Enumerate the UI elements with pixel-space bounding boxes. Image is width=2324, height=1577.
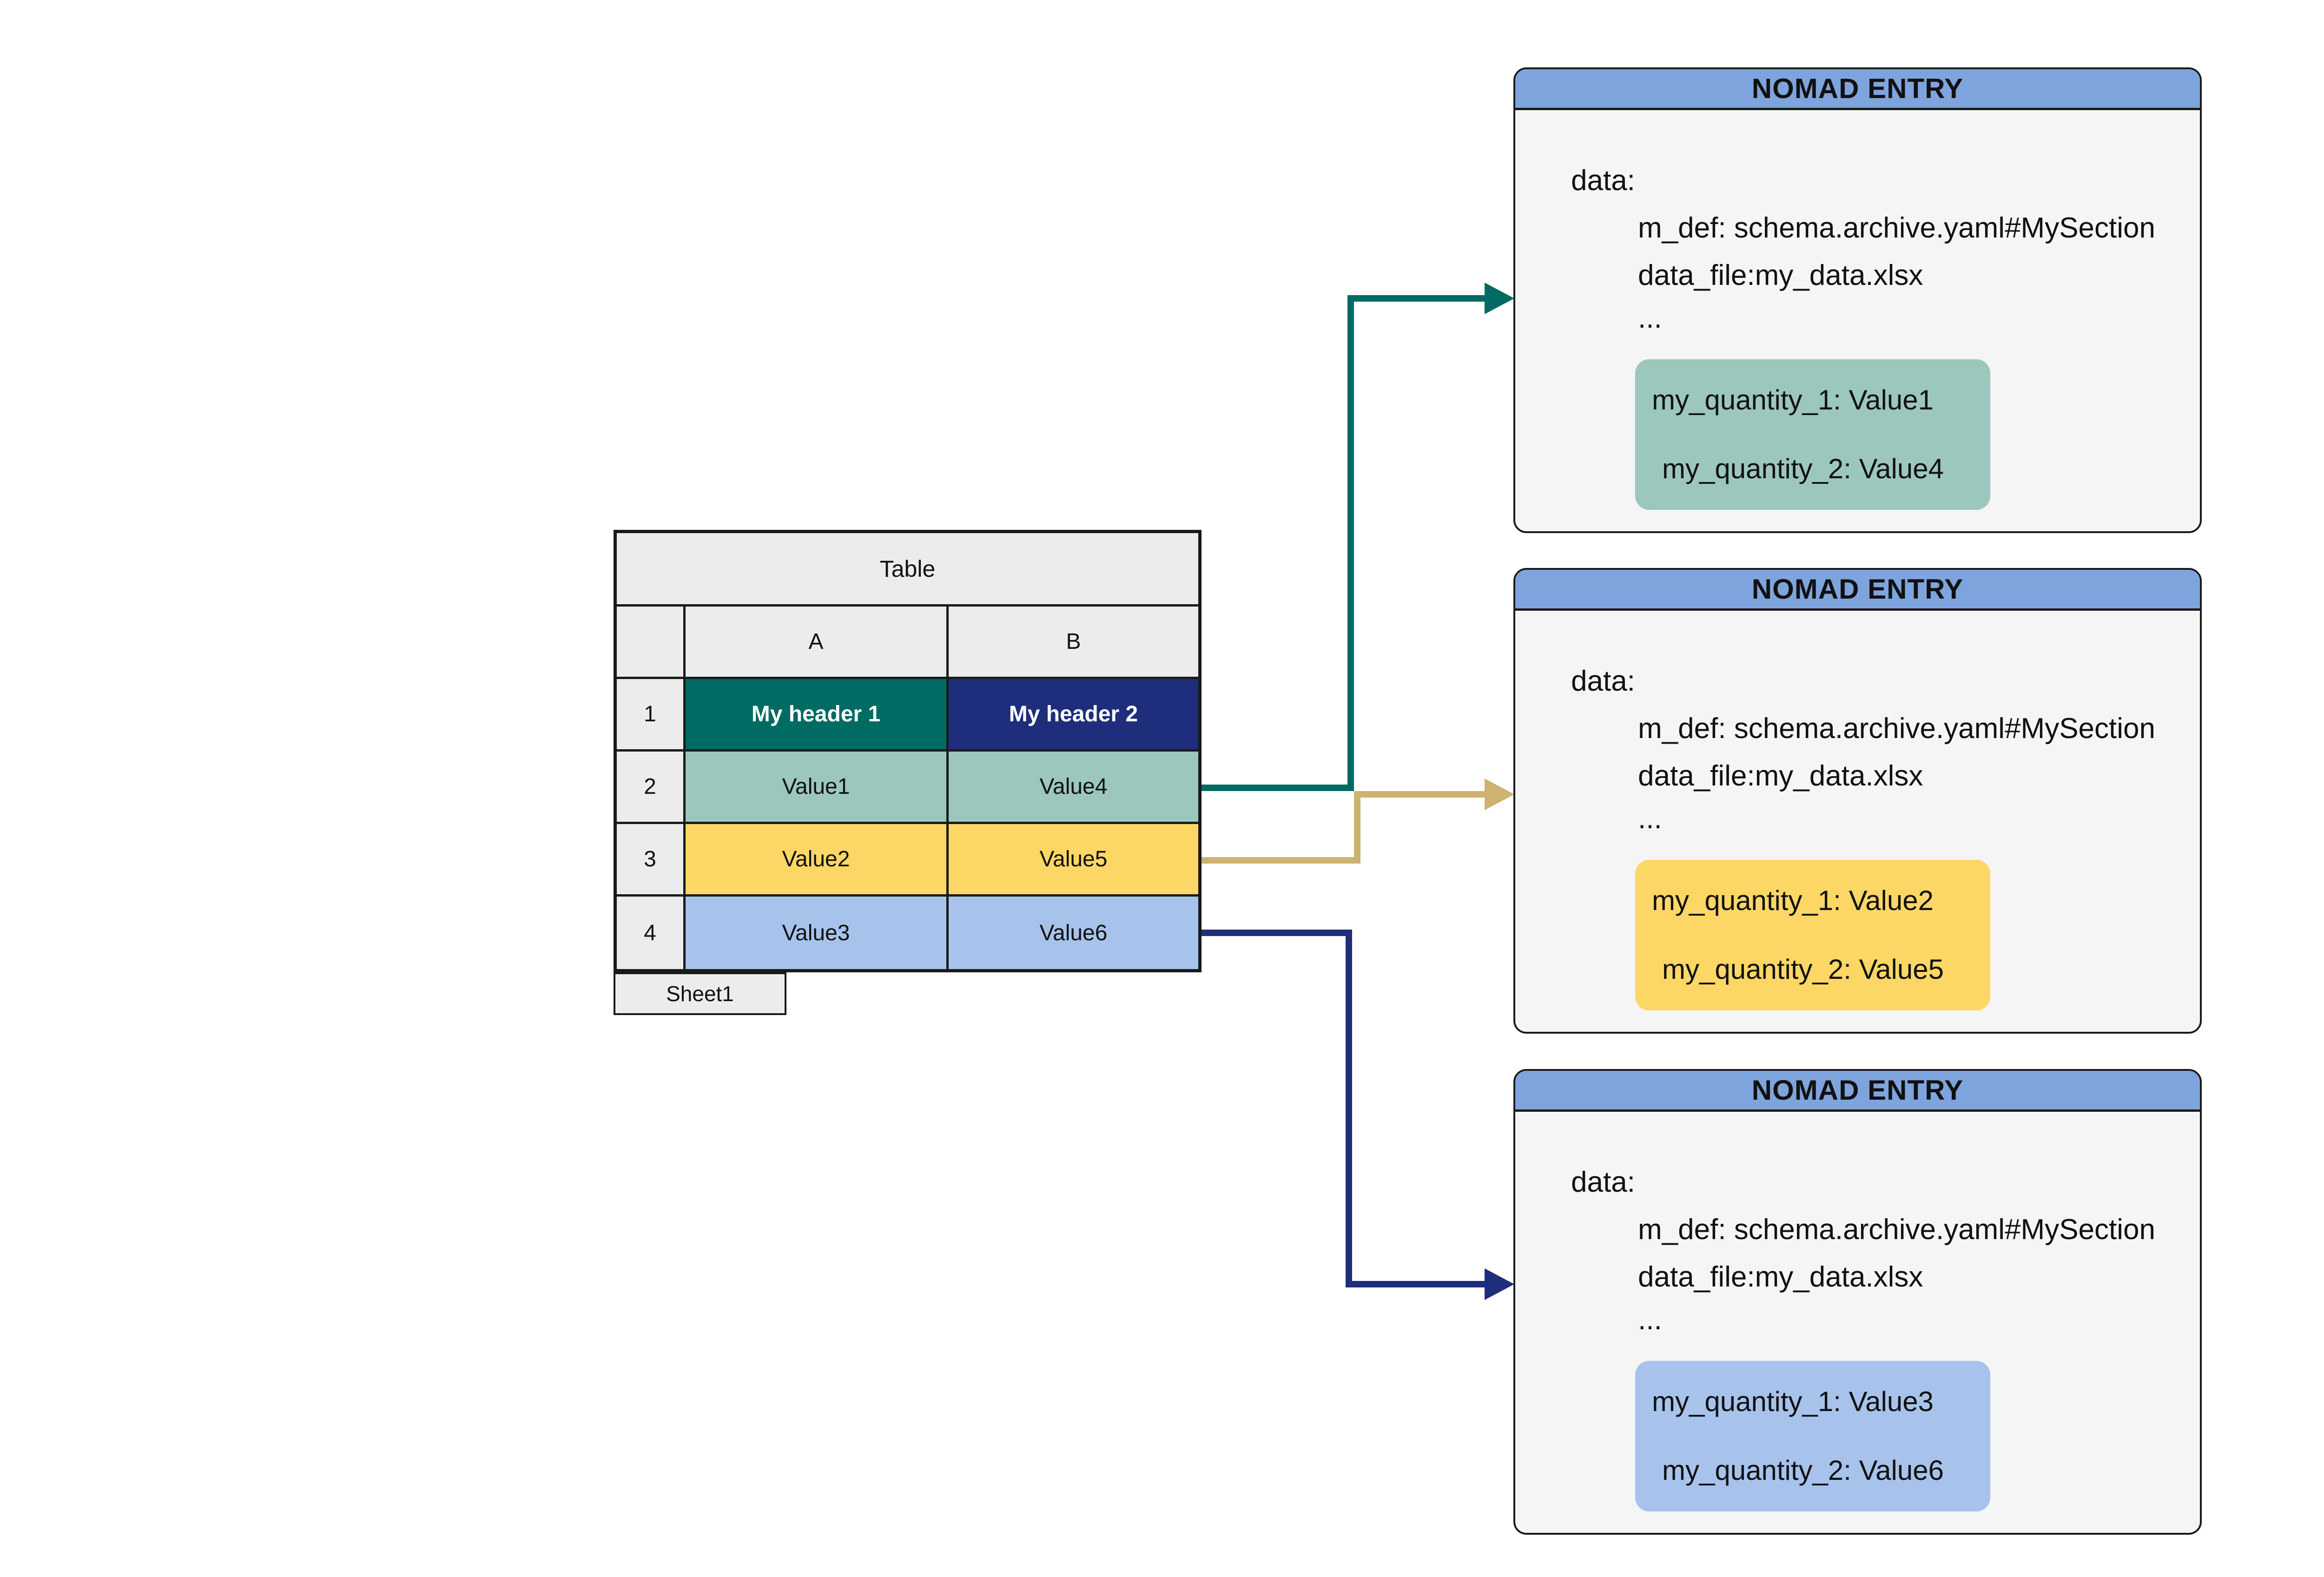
cell-a1-my-header-1: My header 1 <box>686 679 949 752</box>
entry1-ellipsis: ... <box>1638 302 1662 334</box>
entry3-data-file: data_file:my_data.xlsx <box>1638 1261 1923 1293</box>
nomad-entry-3-header: NOMAD ENTRY <box>1515 1071 2200 1112</box>
entry3-quantity-1: my_quantity_1: Value3 <box>1652 1386 1934 1417</box>
entry2-data-label: data: <box>1571 665 1635 697</box>
row4-number: 4 <box>617 897 686 969</box>
nomad-entry-3: NOMAD ENTRY data: m_def: schema.archive.… <box>1513 1069 2202 1535</box>
sheet-tab: Sheet1 <box>614 972 786 1015</box>
entry3-data-label: data: <box>1571 1166 1635 1198</box>
nomad-entry-1-header: NOMAD ENTRY <box>1515 69 2200 110</box>
cell-b4-value6: Value6 <box>949 897 1198 969</box>
arrow-row4-to-entry3-line <box>1202 930 1487 1287</box>
entry1-quantity-box: my_quantity_1: Value1 my_quantity_2: Val… <box>1635 359 1990 510</box>
entry3-quantity-2: my_quantity_2: Value6 <box>1662 1455 1944 1486</box>
entry3-ellipsis: ... <box>1638 1304 1662 1336</box>
row2-number: 2 <box>617 752 686 824</box>
nomad-entry-2-header: NOMAD ENTRY <box>1515 570 2200 611</box>
entry3-m-def: m_def: schema.archive.yaml#MySection <box>1638 1214 2156 1246</box>
entry1-m-def: m_def: schema.archive.yaml#MySection <box>1638 212 2156 244</box>
entry2-quantity-1: my_quantity_1: Value2 <box>1652 885 1934 916</box>
arrow-row3-to-entry2-head <box>1485 779 1514 810</box>
entry1-data-file: data_file:my_data.xlsx <box>1638 259 1923 291</box>
arrow-row4-to-entry3-head <box>1485 1268 1514 1300</box>
table-title-label: Table <box>879 555 936 582</box>
column-header-b: B <box>949 607 1198 679</box>
cell-a2-value1: Value1 <box>686 752 949 824</box>
cell-b1-my-header-2: My header 2 <box>949 679 1198 752</box>
row1-number: 1 <box>617 679 686 752</box>
cell-b3-value5: Value5 <box>949 824 1198 897</box>
arrow-row3-to-entry2-line <box>1202 791 1487 864</box>
cell-a4-value3: Value3 <box>686 897 949 969</box>
entry1-quantity-1: my_quantity_1: Value1 <box>1652 384 1934 416</box>
spreadsheet-table: Table A B 1 My header 1 My header 2 2 Va… <box>614 530 1202 972</box>
arrow-row2-to-entry1-head <box>1485 283 1514 314</box>
cell-b2-value4: Value4 <box>949 752 1198 824</box>
sheet-tab-label: Sheet1 <box>666 982 734 1006</box>
entry3-quantity-box: my_quantity_1: Value3 my_quantity_2: Val… <box>1635 1361 1990 1511</box>
entry2-ellipsis: ... <box>1638 803 1662 835</box>
corner-cell <box>617 607 686 679</box>
entry2-data-file: data_file:my_data.xlsx <box>1638 760 1923 792</box>
arrow-row2-to-entry1-line <box>1202 295 1487 791</box>
entry2-quantity-2: my_quantity_2: Value5 <box>1662 954 1944 985</box>
nomad-entry-1: NOMAD ENTRY data: m_def: schema.archive.… <box>1513 67 2202 533</box>
row3-number: 3 <box>617 824 686 897</box>
entry1-quantity-2: my_quantity_2: Value4 <box>1662 453 1944 484</box>
column-header-a: A <box>686 607 949 679</box>
nomad-entry-2: NOMAD ENTRY data: m_def: schema.archive.… <box>1513 568 2202 1034</box>
cell-a3-value2: Value2 <box>686 824 949 897</box>
table-title: Table <box>617 533 1198 607</box>
entry2-m-def: m_def: schema.archive.yaml#MySection <box>1638 713 2156 745</box>
entry2-quantity-box: my_quantity_1: Value2 my_quantity_2: Val… <box>1635 860 1990 1010</box>
entry1-data-label: data: <box>1571 165 1635 197</box>
